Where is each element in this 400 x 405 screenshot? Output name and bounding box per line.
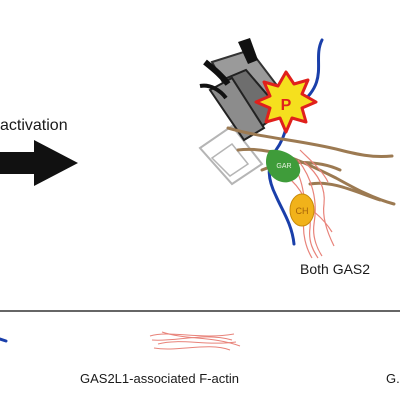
phospho-symbol: P bbox=[281, 97, 292, 114]
ch-domain-label: CH bbox=[296, 206, 309, 216]
legend-truncated-label: G. bbox=[386, 371, 400, 386]
gar-domain-label: GAR bbox=[276, 163, 291, 170]
starburst-icon: P bbox=[254, 70, 318, 134]
gar-domain: GAR bbox=[266, 149, 301, 183]
activation-label: activation bbox=[0, 117, 68, 134]
legend-factin-swatch bbox=[149, 331, 241, 351]
ch-domain: CH bbox=[289, 193, 315, 227]
legend-factin-label: GAS2L1-associated F-actin bbox=[80, 371, 239, 386]
motor-outline-box bbox=[198, 124, 264, 186]
both-gas2-label: Both GAS2 bbox=[300, 261, 371, 277]
legend-microtubule-swatch bbox=[0, 337, 8, 343]
right-arrow-icon bbox=[0, 140, 78, 186]
